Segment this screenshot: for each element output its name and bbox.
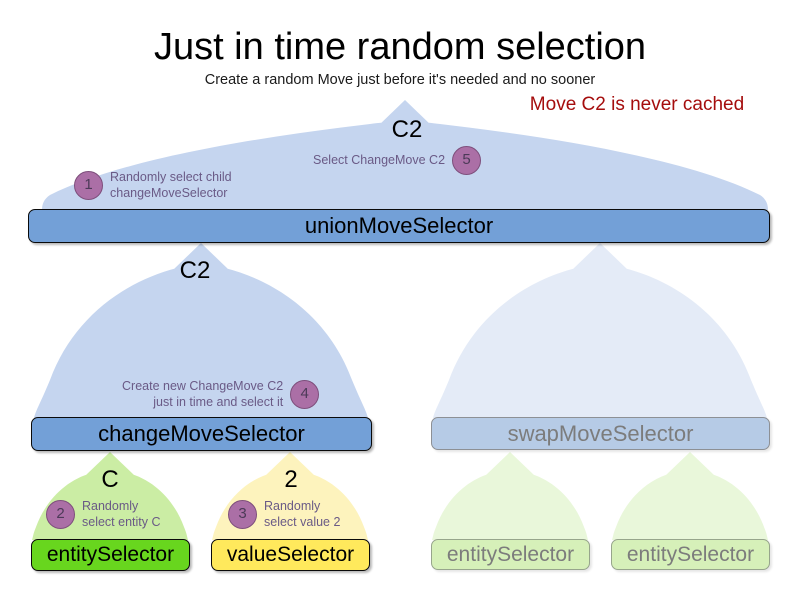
node-value-selector[interactable]: valueSelector [211,539,370,571]
step-badge-3: 3 [228,500,257,530]
fountain-to-entity-right-1 [432,452,588,540]
node-union-move-selector[interactable]: unionMoveSelector [28,209,770,243]
step-text-4: Create new ChangeMove C2 just in time an… [122,379,284,409]
node-swap-move-selector[interactable]: swapMoveSelector [431,417,770,450]
node-change-move-selector[interactable]: changeMoveSelector [31,417,372,451]
step-badge-4: 4 [290,380,320,410]
flow-label-entity: C [101,466,119,493]
flow-label-change: C2 [179,257,211,284]
fountain-to-entity-right-2 [612,452,768,540]
step-annotation-2: 2 Randomly select entity C [46,499,161,530]
step-badge-1: 1 [74,171,103,201]
flow-label-union: C2 [391,116,423,143]
page-title: Just in time random selection [153,26,647,68]
page-subtitle: Create a random Move just before it's ne… [204,72,596,88]
node-entity-selector[interactable]: entitySelector [31,539,190,571]
step-badge-2: 2 [46,500,75,530]
fountain-to-union [42,100,768,210]
fountain-to-swap [433,243,767,418]
flow-label-value: 2 [284,466,298,493]
step-annotation-4: Create new ChangeMove C2 just in time an… [122,379,320,410]
node-entity-selector-right-2[interactable]: entitySelector [611,539,770,570]
step-annotation-1: 1 Randomly select child changeMoveSelect… [74,170,232,201]
step-annotation-3: 3 Randomly select value 2 [228,499,340,530]
step-text-1: Randomly select child changeMoveSelector [110,170,232,200]
step-text-2: Randomly select entity C [82,499,161,529]
step-annotation-5: Select ChangeMove C2 5 [313,146,482,175]
fountain-to-change [34,243,368,418]
step-badge-5: 5 [452,146,482,175]
step-text-5: Select ChangeMove C2 [313,152,446,167]
node-entity-selector-right-1[interactable]: entitySelector [431,539,590,570]
cache-note: Move C2 is never cached [529,94,745,115]
step-text-3: Randomly select value 2 [264,499,341,529]
